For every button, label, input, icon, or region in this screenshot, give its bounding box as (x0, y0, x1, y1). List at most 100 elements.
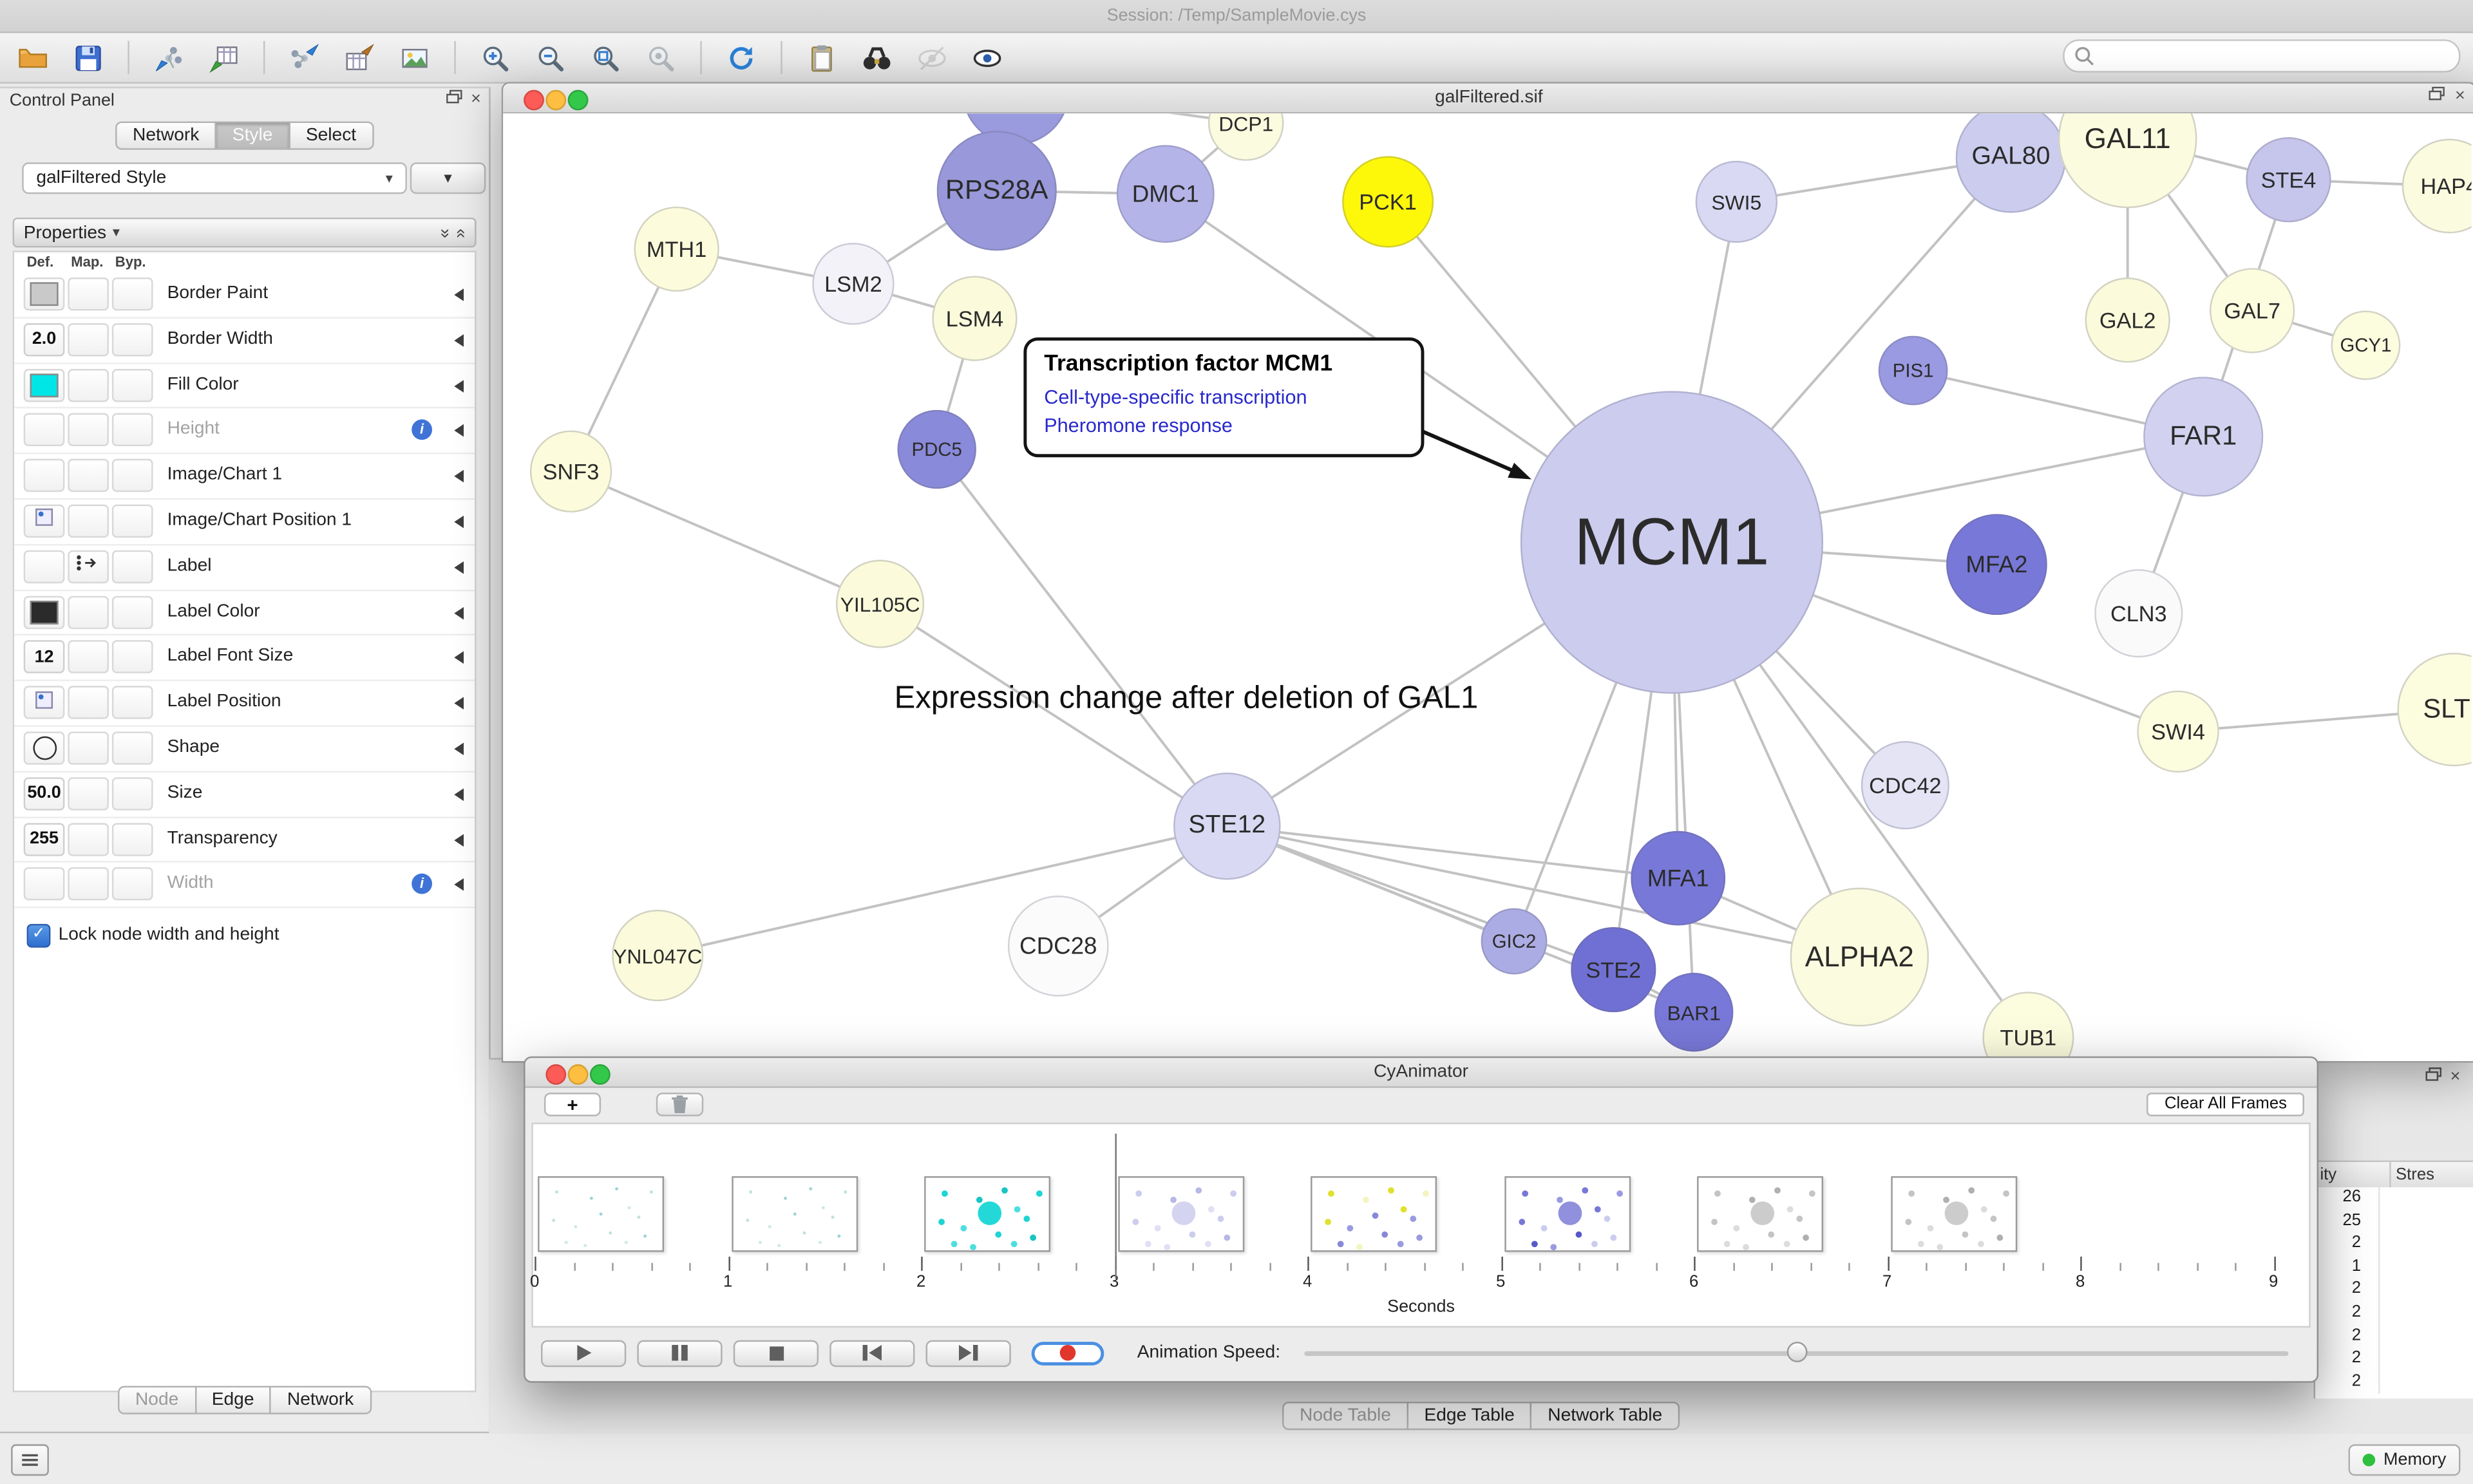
previous-frame-button[interactable] (829, 1339, 915, 1367)
mapping-cell[interactable] (68, 686, 109, 720)
bypass-cell[interactable] (111, 776, 153, 811)
record-button[interactable] (1031, 1340, 1104, 1365)
node-gal7[interactable]: GAL7 (2210, 268, 2295, 353)
node-pdc5[interactable]: PDC5 (897, 409, 976, 489)
network-edge[interactable] (657, 825, 1227, 957)
expand-arrow-icon[interactable] (454, 606, 464, 619)
node-gcy1[interactable]: GCY1 (2331, 310, 2401, 380)
search-field[interactable] (2063, 39, 2461, 73)
bypass-cell[interactable] (111, 550, 153, 583)
node-pis1[interactable]: PIS1 (1878, 335, 1948, 406)
expand-all-icon[interactable]: « (451, 227, 470, 238)
node-mfa1[interactable]: MFA1 (1631, 831, 1726, 926)
network-edge[interactable] (1016, 113, 1246, 124)
add-frame-button[interactable]: + (544, 1093, 602, 1116)
mapping-cell[interactable] (68, 323, 109, 356)
mapping-cell[interactable] (68, 867, 109, 901)
network-edge[interactable] (879, 603, 1228, 827)
node-gal80[interactable]: GAL80 (1955, 113, 2067, 213)
expand-arrow-icon[interactable] (454, 515, 464, 529)
network-edge[interactable] (570, 470, 881, 605)
mapping-cell[interactable] (68, 595, 109, 629)
bypass-cell[interactable] (111, 822, 153, 856)
expand-arrow-icon[interactable] (454, 878, 464, 892)
default-value-cell[interactable] (23, 504, 65, 538)
show-panel-icon[interactable] (11, 1444, 49, 1476)
node-yil105c[interactable]: YIL105C (835, 559, 925, 648)
import-table-icon[interactable] (200, 38, 247, 77)
tab-network-table[interactable]: Network Table (1530, 1402, 1680, 1431)
slider-handle[interactable] (1786, 1342, 1807, 1362)
tab-node[interactable]: Node (118, 1385, 196, 1414)
default-value-cell[interactable] (23, 867, 65, 901)
export-network-icon[interactable] (281, 38, 328, 77)
default-value-cell[interactable]: 255 (23, 822, 65, 856)
play-button[interactable] (541, 1339, 627, 1367)
mapping-cell[interactable] (68, 413, 109, 447)
frame-thumbnail[interactable] (1311, 1176, 1437, 1252)
node-gal11[interactable]: GAL11 (2058, 113, 2197, 209)
mapping-cell[interactable] (68, 550, 109, 583)
memory-indicator[interactable]: Memory (2349, 1444, 2461, 1476)
node-tub1[interactable]: TUB1 (1982, 991, 2074, 1060)
node-lsm4[interactable]: LSM4 (932, 276, 1018, 361)
tab-style[interactable]: Style (214, 121, 290, 150)
node-gal2[interactable]: GAL2 (2085, 277, 2170, 363)
expand-arrow-icon[interactable] (454, 424, 464, 438)
default-value-cell[interactable] (23, 686, 65, 720)
mapping-cell[interactable] (68, 641, 109, 674)
network-edge[interactable] (1227, 825, 1678, 880)
node-rps28a[interactable]: RPS28A (936, 131, 1057, 251)
close-panel-icon[interactable]: × (471, 89, 481, 109)
column-header[interactable]: ity (2315, 1161, 2391, 1188)
style-options-button[interactable]: ▾ (410, 162, 486, 194)
cyanimator-titlebar[interactable]: CyAnimator (525, 1058, 2317, 1088)
mapping-cell[interactable] (68, 368, 109, 402)
zoom-out-icon[interactable] (527, 38, 574, 77)
mapping-cell[interactable] (68, 459, 109, 493)
frame-thumbnail[interactable] (924, 1176, 1051, 1252)
animation-speed-slider[interactable] (1303, 1340, 2289, 1366)
annotation-link[interactable]: Cell-type-specific transcription (1044, 386, 1307, 409)
network-canvas[interactable]: DCP1RPS28ADMC1PCK1SWI5GAL80GAL11STE4HAP4… (503, 113, 2472, 1060)
pause-button[interactable] (637, 1339, 723, 1367)
node-ste4[interactable]: STE4 (2246, 137, 2331, 223)
node-lsm2[interactable]: LSM2 (812, 243, 895, 325)
save-session-icon[interactable] (64, 38, 111, 77)
show-all-icon[interactable] (963, 38, 1010, 77)
expand-arrow-icon[interactable] (454, 333, 464, 347)
frame-thumbnail[interactable] (1697, 1176, 1824, 1252)
column-header[interactable]: Stres (2396, 1165, 2435, 1185)
frame-thumbnail[interactable] (1117, 1176, 1244, 1252)
network-window-titlebar[interactable]: galFiltered.sif × (503, 83, 2473, 114)
export-table-icon[interactable] (336, 38, 383, 77)
clear-all-frames-button[interactable]: Clear All Frames (2147, 1093, 2304, 1116)
default-value-cell[interactable] (23, 277, 65, 311)
default-value-cell[interactable] (23, 731, 65, 765)
node-alpha2[interactable]: ALPHA2 (1790, 887, 1929, 1027)
node-gic2[interactable]: GIC2 (1481, 908, 1548, 975)
network-edge[interactable] (1226, 825, 1614, 971)
node-bar1[interactable]: BAR1 (1654, 973, 1734, 1052)
default-value-cell[interactable] (23, 413, 65, 447)
node-hap4[interactable]: HAP4 (2402, 138, 2472, 234)
network-edge[interactable] (1226, 825, 1860, 959)
annotation-box[interactable]: Transcription factor MCM1 Cell-type-spec… (1023, 337, 1425, 458)
mapping-cell[interactable] (68, 731, 109, 765)
node-snf3[interactable]: SNF3 (529, 430, 612, 512)
bypass-cell[interactable] (111, 413, 153, 447)
bypass-cell[interactable] (111, 459, 153, 493)
float-table-icon[interactable] (2425, 1067, 2441, 1088)
node-slt2[interactable]: SLT2 (2397, 652, 2472, 767)
hide-selected-icon[interactable] (909, 38, 956, 77)
close-table-icon[interactable]: × (2450, 1067, 2461, 1087)
annotation-link[interactable]: Pheromone response (1044, 415, 1233, 437)
minimize-window-button[interactable] (545, 89, 567, 111)
bypass-cell[interactable] (111, 323, 153, 356)
bypass-cell[interactable] (111, 504, 153, 538)
expand-arrow-icon[interactable] (454, 787, 464, 801)
default-value-cell[interactable] (23, 550, 65, 583)
bypass-cell[interactable] (111, 641, 153, 674)
import-network-icon[interactable] (145, 38, 192, 77)
tab-network[interactable]: Network (115, 121, 217, 150)
